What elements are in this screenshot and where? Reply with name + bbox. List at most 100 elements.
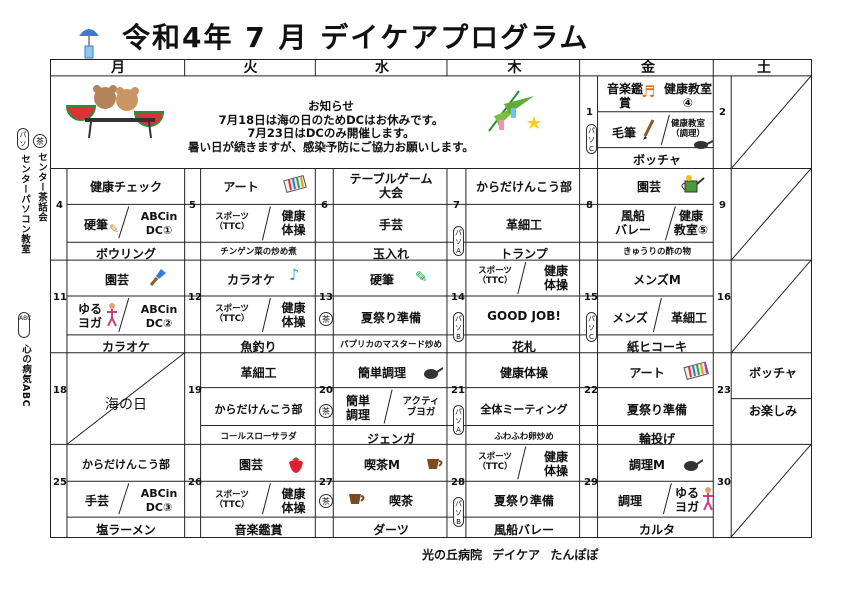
date-28: 28 [451, 477, 465, 488]
fri-29-b1: ゆる [674, 486, 699, 500]
fri-8-a1: 風船 [620, 209, 645, 223]
mon-4-b2: DC① [145, 224, 173, 237]
side-col-abc: 心の病気ABC [20, 344, 31, 408]
pencil-icon: ✎ [415, 268, 428, 286]
tue-26-a2: （TTC） [214, 500, 250, 510]
date-5: 5 [189, 200, 196, 211]
fri-1-music: 音楽鑑賞 [607, 82, 644, 110]
calendar: 月 火 水 木 金 土 お知らせ 7月18日は海の日のためDCはお休みです。 7… [50, 59, 812, 538]
crayons-icon [283, 174, 309, 198]
fri-29-top: 調理M [629, 458, 665, 472]
wed-13-top: 硬筆 [369, 273, 394, 287]
mon-4-top: 健康チェック [89, 180, 162, 194]
bears-watermelon-icon [65, 76, 165, 140]
fri-29-bot: カルタ [638, 523, 675, 537]
date-12: 12 [188, 292, 202, 303]
tue-19-bot: コールスローサラダ [220, 432, 297, 442]
tue-26-a1: スポーツ [215, 490, 249, 500]
fri-1-calligraphy: 毛筆 [611, 126, 636, 140]
date-9: 9 [719, 200, 726, 211]
date-29: 29 [584, 477, 598, 488]
date-22: 22 [584, 385, 598, 396]
thu-14-b1: 健康 [543, 264, 568, 278]
frying-pan-icon [693, 136, 714, 155]
tue-12-b1: 健康 [281, 301, 306, 315]
wed-6-top-2: 大会 [378, 186, 403, 200]
thu-28-a2: （TTC） [477, 462, 513, 472]
wed-27-mid: 喫茶 [388, 494, 413, 508]
thu-28-a1: スポーツ [478, 452, 512, 462]
tea-badge: 茶 [319, 404, 333, 418]
mon-4-b1: ABCin [140, 210, 178, 223]
date-6: 6 [321, 200, 328, 211]
date-14: 14 [451, 292, 465, 303]
pc-badge: パソB [453, 497, 464, 527]
watering-can-icon [679, 173, 705, 199]
mon-4-bot: ボウリング [95, 247, 156, 261]
mon-11-top: 園芸 [104, 273, 129, 287]
fri-1-boccia: ボッチャ [633, 153, 681, 167]
date-21: 21 [451, 385, 465, 396]
abc-legend-badge: ABC [18, 312, 31, 338]
thu-21-bot: ふわふわ卵炒め [494, 432, 554, 442]
calendar-grid [51, 60, 811, 537]
notice: お知らせ 7月18日は海の日のためDCはお休みです。 7月23日はDCのみ開催し… [171, 99, 491, 154]
tue-26-b1: 健康 [281, 487, 306, 501]
thu-28-mid: 夏祭り準備 [493, 494, 554, 508]
thu-14-b2: 体操 [543, 278, 568, 292]
thu-21-mid: 全体ミーティング [480, 403, 568, 416]
wed-27-bot: ダーツ [373, 523, 409, 537]
side-legend: パソ 茶 センター茶話会 センターパソコン教室 ABC 心の病気ABC [14, 128, 48, 448]
fri-1-health-cook-2: （調理） [670, 129, 705, 139]
mon-25-b1: ABCin [140, 487, 178, 500]
date-2: 2 [719, 107, 726, 118]
tue-19-mid: からだけんこう部 [214, 403, 303, 416]
date-1: 1 [586, 107, 593, 118]
date-18: 18 [53, 385, 67, 396]
fri-8-b2: 教室⑤ [673, 223, 709, 237]
side-col-pc: センターパソコン教室 [19, 154, 30, 254]
yoga-person-icon [105, 302, 119, 332]
thu-14-a1: スポーツ [478, 266, 512, 276]
mon-25-bot: 塩ラーメン [96, 523, 156, 537]
wed-6-top-1: テーブルゲーム [349, 172, 433, 186]
tue-12-bot: 魚釣り [240, 340, 277, 354]
tue-26-bot: 音楽鑑賞 [234, 523, 283, 537]
fri-15-top: メンズM [633, 273, 681, 287]
notice-line-2: 7月23日はDCのみ開催します。 [247, 126, 415, 140]
tue-5-b1: 健康 [281, 209, 306, 223]
music-note-icon: ♬ [641, 82, 656, 101]
pencil-icon: ✎ [109, 222, 120, 236]
mon-4-a: 硬筆 [83, 218, 108, 232]
day-header-thu: 木 [507, 60, 522, 76]
wed-13-mid: 夏祭り準備 [360, 311, 421, 325]
mon-25-b2: DC③ [145, 501, 173, 514]
thu-7-mid: 革細工 [505, 218, 542, 232]
tea-badge: 茶 [319, 312, 333, 326]
fri-8-b1: 健康 [678, 209, 703, 223]
pc-badge: パソB [453, 312, 464, 342]
tue-26-top: 園芸 [238, 458, 263, 472]
tea-legend-badge: 茶 [33, 134, 47, 148]
mon-11-b1: ABCin [140, 303, 178, 316]
date-13: 13 [319, 292, 333, 303]
wed-6-mid: 手芸 [378, 218, 403, 232]
thu-14-bot: 花札 [511, 340, 536, 354]
fri-29-a: 調理 [617, 494, 642, 508]
tue-5-bot: チンゲン菜の炒め煮 [220, 247, 297, 257]
tue-12-a1: スポーツ [215, 304, 249, 314]
sat-23-mid: お楽しみ [748, 404, 797, 418]
wed-20-a2: 調理 [345, 408, 370, 422]
tue-12-b2: 体操 [281, 315, 306, 329]
frying-pan-icon [683, 458, 704, 477]
pc-badge: パソA [453, 226, 464, 256]
pc-badge: パソA [453, 405, 464, 435]
strawberry-icon [287, 456, 305, 478]
date-8: 8 [586, 200, 593, 211]
tanabata-icon [479, 86, 549, 136]
thu-28-bot: 風船バレー [493, 523, 554, 537]
date-30: 30 [717, 477, 731, 488]
fri-1-health: 健康教室④ [663, 82, 712, 110]
tea-badge: 茶 [319, 494, 333, 508]
pc-badge: パソC [586, 124, 597, 154]
